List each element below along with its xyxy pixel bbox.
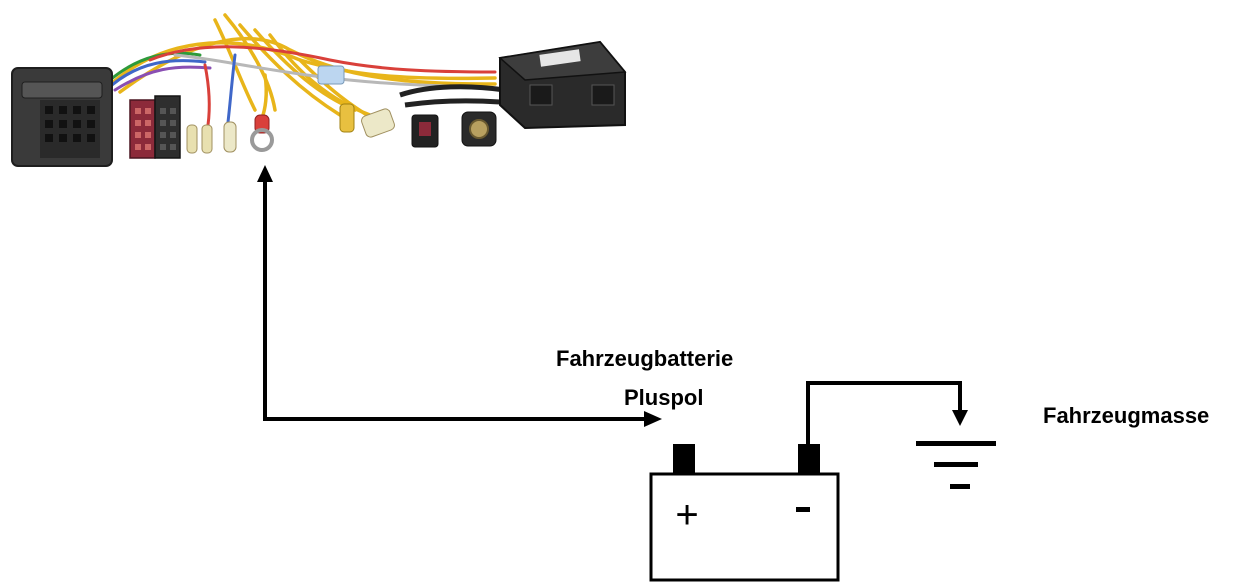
battery-label-line1: Fahrzeugbatterie <box>556 346 734 371</box>
battery-label-line2: Pluspol <box>624 385 704 410</box>
plus-terminal-symbol: + <box>675 493 698 537</box>
wiring-harness-icon <box>11 13 627 167</box>
minus-terminal-symbol <box>796 507 810 512</box>
ground-symbol-icon <box>916 441 996 489</box>
ground-label: Fahrzeugmasse <box>1043 403 1210 428</box>
battery-icon: + <box>649 444 840 582</box>
ground-wire <box>806 381 968 447</box>
plus-wire <box>257 165 662 427</box>
